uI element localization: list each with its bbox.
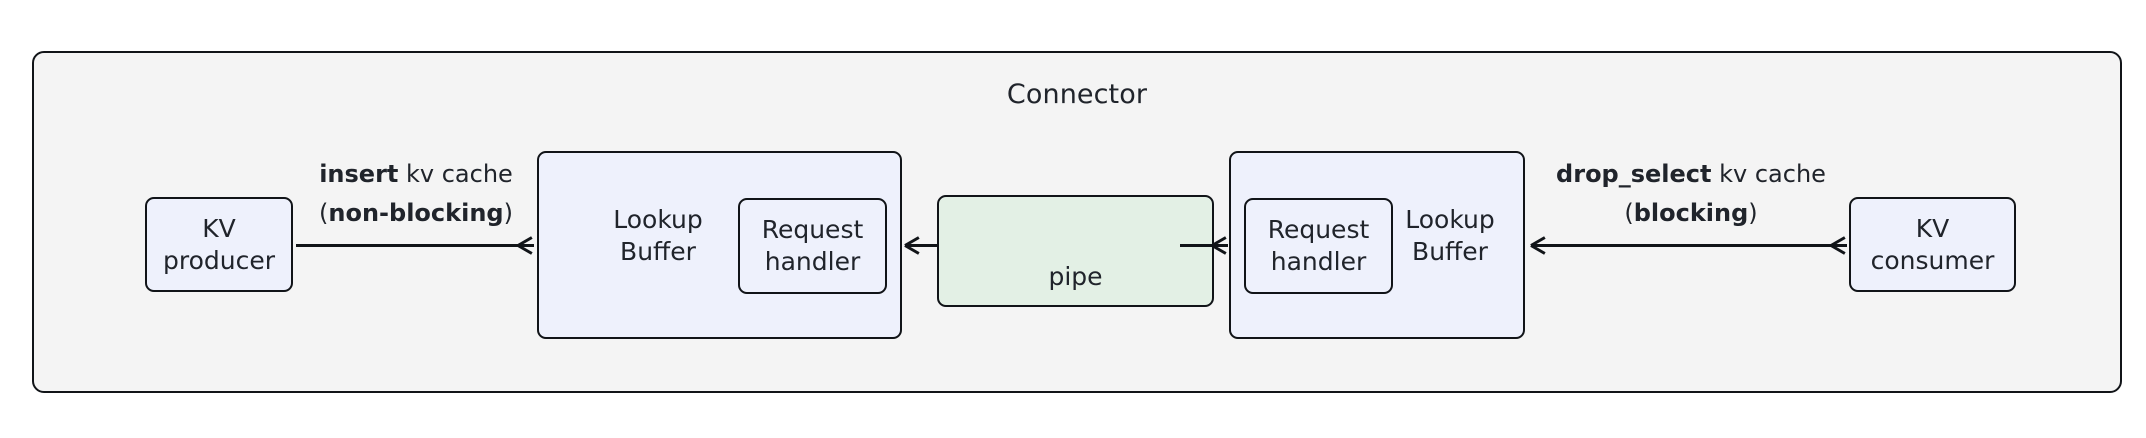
- edge-label-insert-rest: kv cache: [398, 160, 513, 188]
- request-handler-right-line2: handler: [1270, 247, 1367, 276]
- kv-consumer-line1: KV: [1915, 213, 1950, 243]
- edge-label-drop-rest: kv cache: [1711, 160, 1826, 188]
- request-handler-left-line1: Request: [761, 215, 864, 244]
- edge-label-insert-bold: insert: [319, 160, 399, 188]
- arrow-pipe-to-right-line: [1180, 244, 1228, 247]
- request-handler-left-node: Request handler: [738, 198, 887, 294]
- request-handler-right-line1: Request: [1267, 215, 1370, 244]
- request-handler-right-node: Request handler: [1244, 198, 1393, 294]
- kv-producer-line2: producer: [162, 245, 275, 275]
- pipe-node: pipe: [937, 195, 1214, 307]
- edge-label-drop-bold: drop_select: [1556, 160, 1712, 188]
- lookup-buffer-right-label: Lookup Buffer: [1385, 204, 1515, 268]
- edge-label-drop-line1: drop_select kv cache: [1526, 155, 1856, 194]
- edge-label-drop-close: ): [1748, 198, 1758, 227]
- kv-producer-line1: KV: [202, 213, 236, 243]
- lookup-buffer-right-line1: Lookup: [1405, 205, 1495, 234]
- arrow-insert-line: [296, 244, 534, 247]
- edge-label-insert-line1: insert kv cache: [236, 155, 596, 194]
- kv-producer-node: KV producer: [145, 197, 293, 292]
- lookup-buffer-left-line1: Lookup: [613, 205, 703, 234]
- arrow-drop-select-line: [1531, 244, 1847, 247]
- pipe-label: pipe: [1048, 262, 1103, 291]
- request-handler-left-line2: handler: [764, 247, 861, 276]
- lookup-buffer-left-line2: Buffer: [620, 237, 696, 266]
- edge-label-insert: insert kv cache (non-blocking): [236, 155, 596, 233]
- edge-label-drop-mode: blocking: [1633, 198, 1749, 227]
- edge-label-drop-open: (: [1624, 198, 1634, 227]
- edge-label-drop-line2: (blocking): [1526, 194, 1856, 233]
- connector-title: Connector: [1006, 79, 1148, 110]
- lookup-buffer-left-node: Lookup Buffer Request handler: [537, 151, 902, 339]
- edge-label-insert-close: ): [503, 198, 513, 227]
- lookup-buffer-left-label: Lookup Buffer: [583, 204, 733, 268]
- lookup-buffer-right-line2: Buffer: [1412, 237, 1488, 266]
- lookup-buffer-right-node: Request handler Lookup Buffer: [1229, 151, 1525, 339]
- edge-label-insert-line2: (non-blocking): [236, 194, 596, 233]
- kv-consumer-node: KV consumer: [1849, 197, 2016, 292]
- edge-label-insert-open: (: [319, 198, 329, 227]
- edge-label-drop-select: drop_select kv cache (blocking): [1526, 155, 1856, 233]
- kv-consumer-line2: consumer: [1870, 245, 1995, 275]
- edge-label-insert-mode: non-blocking: [328, 198, 504, 227]
